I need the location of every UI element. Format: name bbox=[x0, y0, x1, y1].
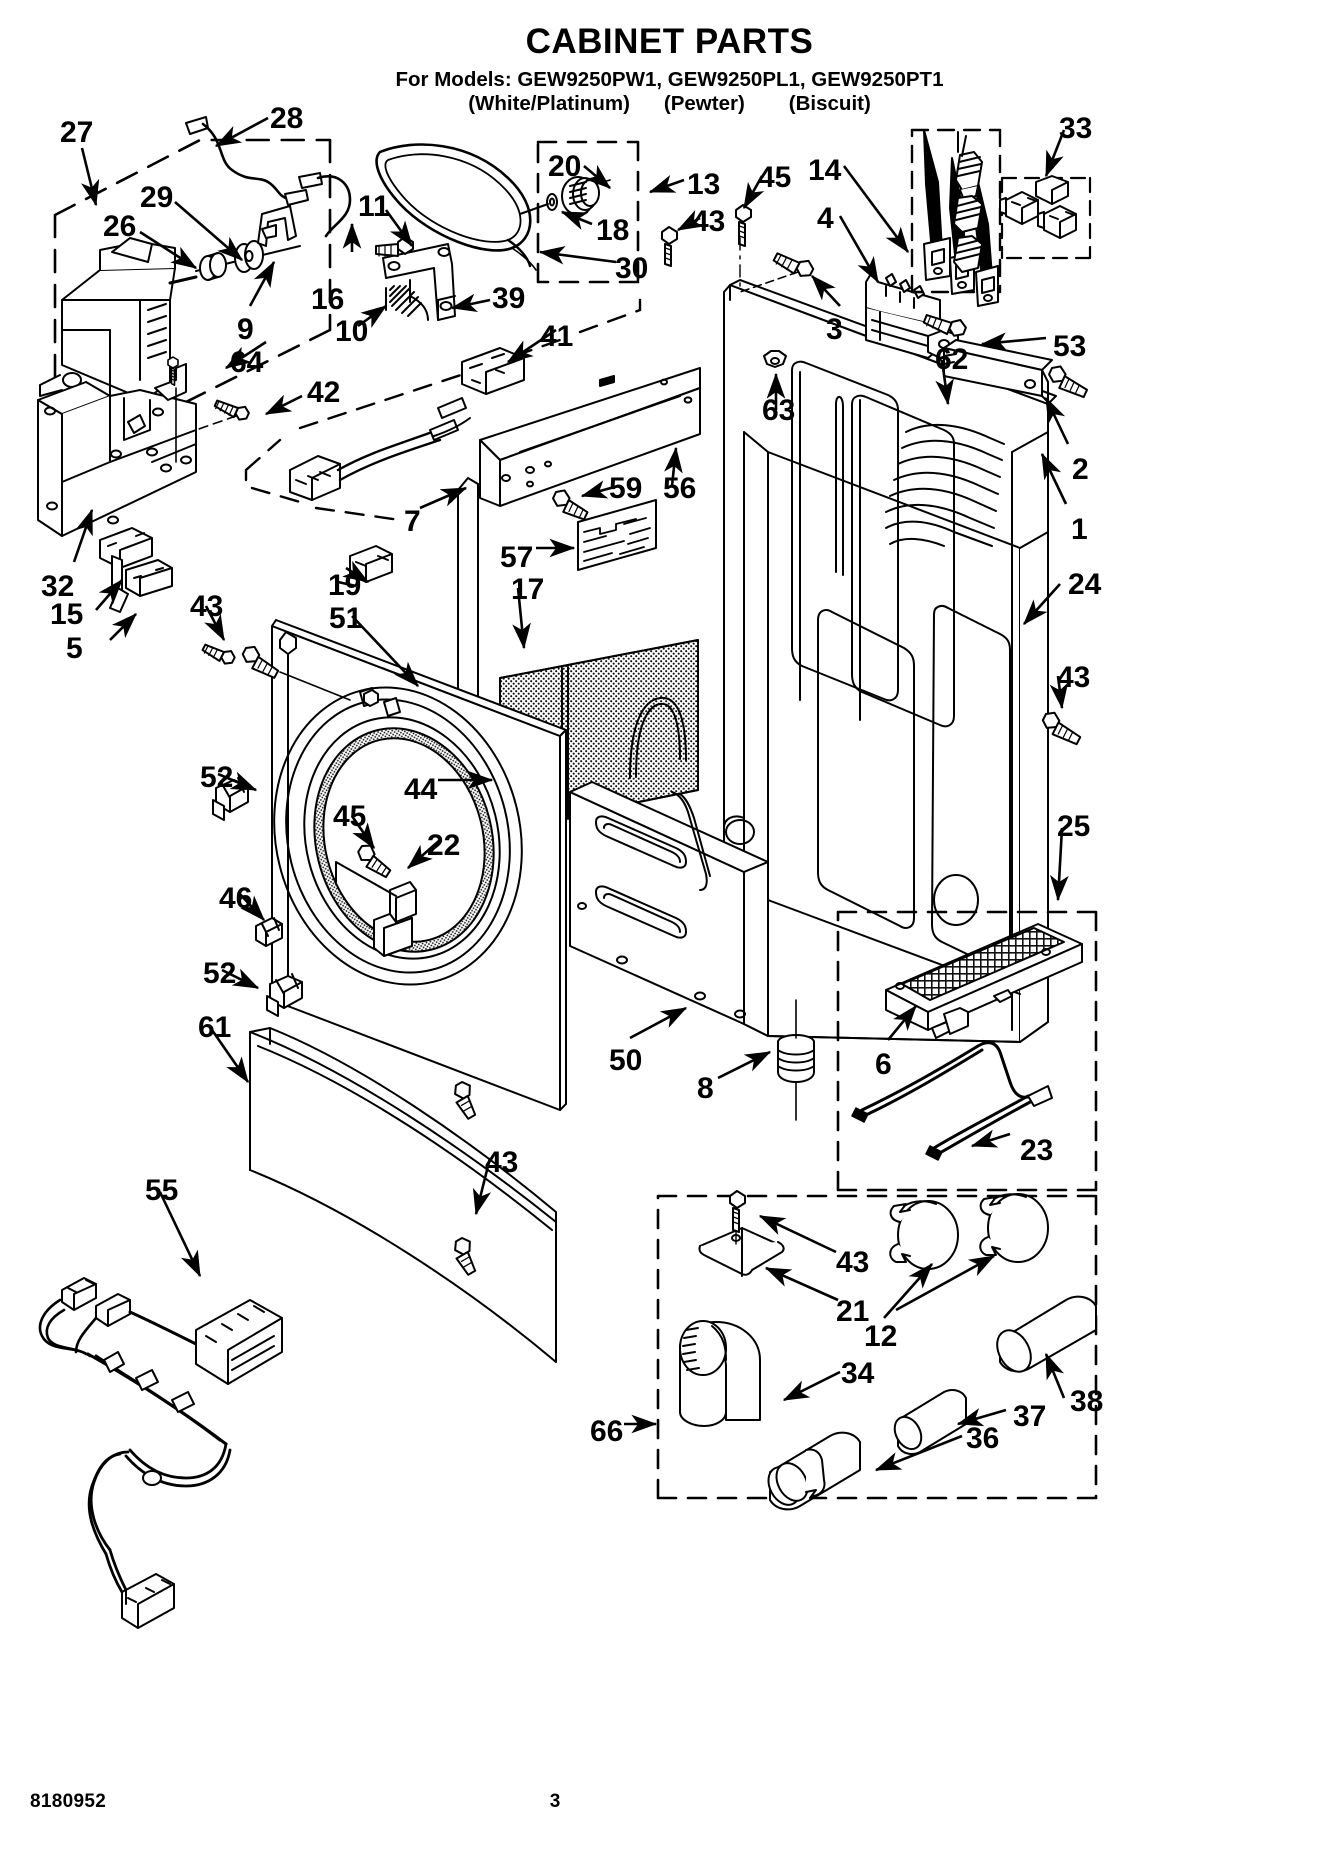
finish-pewter: (Pewter) bbox=[663, 92, 745, 116]
callout-28: 28 bbox=[270, 102, 304, 135]
callout-43: 43 bbox=[485, 1146, 519, 1179]
callout-12: 12 bbox=[864, 1320, 898, 1353]
callout-8: 8 bbox=[697, 1072, 714, 1105]
callout-34: 34 bbox=[841, 1357, 875, 1390]
callout-22: 22 bbox=[427, 829, 461, 862]
callout-57: 57 bbox=[500, 541, 534, 574]
callout-14: 14 bbox=[808, 154, 842, 187]
callout-61: 61 bbox=[198, 1011, 232, 1044]
diagram-header: CABINET PARTS For Models: GEW9250PW1, GE… bbox=[0, 22, 1339, 116]
callout-19: 19 bbox=[328, 569, 362, 602]
callout-37: 37 bbox=[1013, 1400, 1047, 1433]
callout-43: 43 bbox=[1057, 661, 1091, 694]
callout-45: 45 bbox=[758, 161, 792, 194]
callout-33: 33 bbox=[1059, 112, 1093, 145]
finish-line: (White/Platinum) (Pewter) (Biscuit) bbox=[0, 92, 1339, 116]
callout-52: 52 bbox=[203, 957, 237, 990]
callout-56: 56 bbox=[663, 472, 697, 505]
callout-59: 59 bbox=[609, 472, 643, 505]
callout-23: 23 bbox=[1020, 1134, 1054, 1167]
callout-5: 5 bbox=[66, 632, 83, 665]
callout-24: 24 bbox=[1068, 568, 1102, 601]
callout-55: 55 bbox=[145, 1174, 179, 1207]
models-line: For Models: GEW9250PW1, GEW9250PL1, GEW9… bbox=[395, 67, 944, 91]
callout-51: 51 bbox=[329, 602, 363, 635]
callout-50: 50 bbox=[609, 1044, 643, 1077]
callout-30: 30 bbox=[615, 252, 649, 285]
callout-3: 3 bbox=[826, 313, 843, 346]
callout-62: 62 bbox=[935, 343, 969, 376]
callout-11: 11 bbox=[358, 190, 390, 223]
callout-44: 44 bbox=[404, 773, 438, 806]
callout-16: 16 bbox=[311, 283, 345, 316]
callout-64: 64 bbox=[230, 346, 264, 379]
callout-18: 18 bbox=[596, 214, 630, 247]
callout-39: 39 bbox=[492, 282, 526, 315]
callout-2: 2 bbox=[1072, 453, 1089, 486]
callout-36: 36 bbox=[966, 1422, 1000, 1455]
callout-10: 10 bbox=[335, 315, 369, 348]
callout-43: 43 bbox=[190, 590, 224, 623]
callout-7: 7 bbox=[404, 505, 421, 538]
callout-29: 29 bbox=[140, 181, 174, 214]
callout-13: 13 bbox=[687, 168, 721, 201]
callout-38: 38 bbox=[1070, 1385, 1104, 1418]
callout-25: 25 bbox=[1057, 810, 1091, 843]
callout-17: 17 bbox=[511, 573, 545, 606]
callout-27: 27 bbox=[60, 116, 94, 149]
page-title: CABINET PARTS bbox=[525, 22, 814, 61]
callout-42: 42 bbox=[307, 376, 341, 409]
callout-6: 6 bbox=[875, 1048, 892, 1081]
callout-32: 32 bbox=[41, 570, 75, 603]
callout-26: 26 bbox=[103, 210, 137, 243]
page-footer: 8180952 3 bbox=[0, 1791, 1339, 1813]
callout-41: 41 bbox=[540, 320, 574, 353]
callout-53: 53 bbox=[1053, 330, 1087, 363]
callout-21: 21 bbox=[836, 1295, 870, 1328]
callout-52: 52 bbox=[200, 761, 234, 794]
callout-45: 45 bbox=[333, 800, 367, 833]
callout-15: 15 bbox=[50, 598, 84, 631]
callout-63: 63 bbox=[762, 394, 796, 427]
callout-4: 4 bbox=[817, 202, 834, 235]
finish-white: (White/Platinum) bbox=[468, 92, 630, 116]
finish-biscuit: (Biscuit) bbox=[788, 92, 871, 116]
callout-43: 43 bbox=[836, 1246, 870, 1279]
footer-page-number: 3 bbox=[549, 1791, 561, 1812]
callout-9: 9 bbox=[237, 313, 254, 346]
callout-46: 46 bbox=[219, 882, 253, 915]
callout-43: 43 bbox=[692, 205, 726, 238]
callout-20: 20 bbox=[548, 150, 582, 183]
callout-66: 66 bbox=[590, 1415, 624, 1448]
footer-part-number: 8180952 bbox=[30, 1791, 107, 1812]
callout-1: 1 bbox=[1071, 513, 1088, 546]
